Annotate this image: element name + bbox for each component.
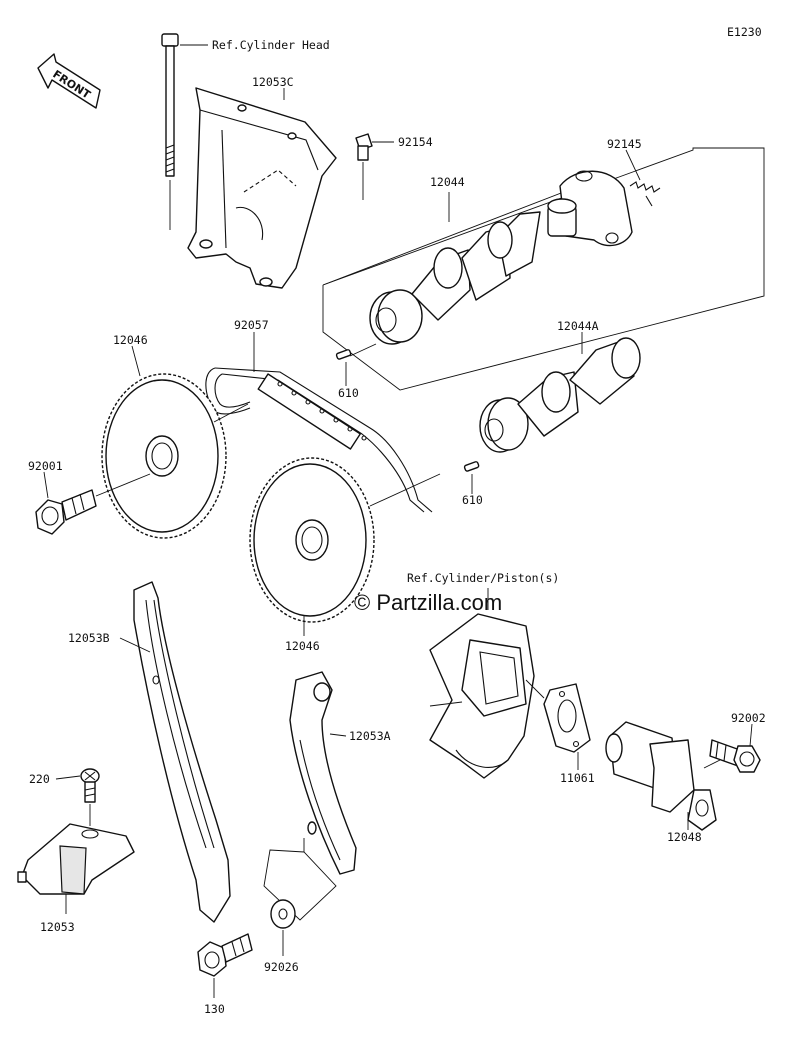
part-label-12048: 12048: [667, 830, 702, 844]
part-label-12046-lower: 12046: [285, 639, 320, 653]
part-label-12053A: 12053A: [349, 729, 391, 743]
part-12053B-chain-guide: [133, 581, 231, 923]
part-label-12053: 12053: [40, 920, 75, 934]
part-label-12053B: 12053B: [68, 631, 110, 645]
part-label-92145: 92145: [607, 137, 642, 151]
part-decompressor-cam: [547, 170, 633, 247]
part-220-screw: [80, 768, 100, 826]
part-92057-cam-chain: [205, 367, 433, 513]
part-label-11061: 11061: [560, 771, 595, 785]
part-12053C-bracket: [187, 87, 337, 289]
part-610-pin-lower: [463, 461, 480, 472]
part-12044A-camshaft: [479, 337, 641, 453]
part-12046-lower-sprocket: [249, 457, 375, 623]
part-label-610-lower: 610: [462, 493, 483, 507]
part-label-92057: 92057: [234, 318, 269, 332]
part-92145-spring: [629, 181, 661, 207]
part-92002-bolt: [709, 739, 761, 773]
part-label-130: 130: [204, 1002, 225, 1016]
part-610-pin-upper: [335, 343, 377, 360]
part-label-220: 220: [29, 772, 50, 786]
part-12046-upper-sprocket: [101, 373, 249, 539]
part-label-92154: 92154: [398, 135, 433, 149]
front-arrow-icon: FRONT: [37, 53, 101, 109]
chain-links: [257, 373, 367, 450]
cylinder-head-stud: [161, 33, 179, 230]
part-label-12053C: 12053C: [252, 75, 294, 89]
part-label-92002: 92002: [731, 711, 766, 725]
part-92154-bolt: [355, 133, 373, 200]
part-label-92001: 92001: [28, 459, 63, 473]
diagram-code: E1230: [727, 25, 762, 39]
ref-cylinder-piston: Ref.Cylinder/Piston(s): [407, 571, 559, 585]
part-130-bolt: [197, 933, 253, 977]
part-label-12044A: 12044A: [557, 319, 599, 333]
partzilla-watermark: © Partzilla.com: [354, 590, 502, 615]
part-12044-camshaft: [369, 211, 541, 345]
part-label-12046-upper: 12046: [113, 333, 148, 347]
part-label-12044: 12044: [430, 175, 465, 189]
part-92001-bolt: [35, 473, 151, 535]
assembly-box-12044: [322, 147, 765, 391]
part-label-92026: 92026: [264, 960, 299, 974]
assembly-box-12053A: [263, 849, 337, 921]
part-92026-washer: [270, 899, 296, 929]
part-12053A-chain-guide: [289, 671, 357, 875]
part-12048-tensioner: [605, 721, 721, 831]
cylinder-block-fragment: [429, 613, 535, 779]
part-label-610-upper: 610: [338, 386, 359, 400]
part-11061-gasket: [543, 683, 591, 753]
ref-cylinder-head: Ref.Cylinder Head: [212, 38, 330, 52]
part-12053-guide-pad: [17, 823, 135, 895]
